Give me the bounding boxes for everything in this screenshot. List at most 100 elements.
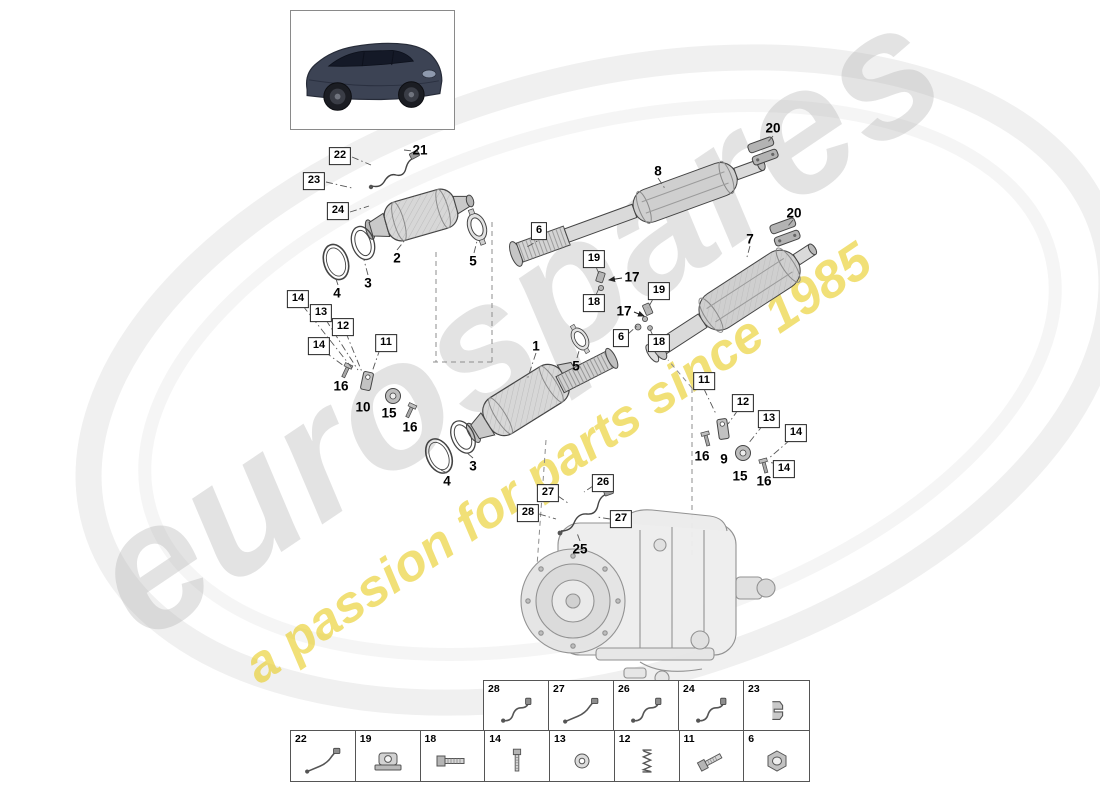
part-number-4: 4: [333, 285, 341, 301]
oxygen-sensor-long-icon: [562, 697, 600, 725]
part-number-15: 15: [381, 405, 397, 421]
part-number-3: 3: [469, 458, 477, 474]
part-number-16: 16: [402, 419, 418, 435]
small-hardware-cluster: [595, 271, 654, 331]
boxed-part-number-26: 26: [591, 474, 615, 492]
part-number-3: 3: [364, 275, 372, 291]
part-number-21: 21: [412, 142, 428, 158]
hex-nut-icon: [763, 748, 791, 774]
boxed-part-number-6: 6: [530, 222, 548, 240]
legend-cell-number: 19: [359, 733, 372, 745]
legend-cell-23: 23: [744, 681, 809, 731]
oxygen-sensor-long-icon: [304, 747, 342, 775]
legend-cell-14: 14: [485, 731, 550, 781]
part-number-20: 20: [786, 205, 802, 221]
boxed-part-number-27: 27: [536, 484, 560, 502]
part-20-clamp-b: [769, 217, 801, 247]
part-15-rubber-mount-b: [735, 445, 751, 461]
oxygen-sensor-icon: [500, 697, 532, 725]
boxed-part-number-28: 28: [516, 504, 540, 522]
legend-cell-6: 6: [744, 731, 809, 781]
legend-cell-number: 23: [748, 683, 760, 695]
boxed-part-number-27: 27: [609, 510, 633, 528]
boxed-part-number-12: 12: [331, 318, 355, 336]
part-10-hanger-bracket: [360, 371, 374, 391]
legend-table-upper: 28 27 26 24 23: [483, 680, 810, 732]
grommet-icon: [569, 748, 595, 774]
legend-cell-12: 12: [615, 731, 680, 781]
boxed-part-number-6: 6: [612, 329, 630, 347]
part-number-5: 5: [469, 253, 477, 269]
legend-cell-28: 28: [484, 681, 549, 731]
legend-cell-number: 18: [424, 733, 437, 745]
legend-cell-27: 27: [549, 681, 614, 731]
legend-cell-19: 19: [356, 731, 421, 781]
legend-cell-number: 26: [618, 683, 630, 695]
legend-table-lower: 22 19 18 14 13 12 11 6: [290, 730, 810, 782]
part-number-15: 15: [732, 468, 748, 484]
boxed-part-number-23: 23: [302, 172, 326, 190]
part-number-7: 7: [746, 231, 754, 247]
boxed-part-number-14: 14: [286, 290, 310, 308]
legend-cell-number: 12: [618, 733, 631, 745]
part-number-16: 16: [333, 378, 349, 394]
part-number-17: 17: [624, 269, 640, 285]
part-number-4: 4: [443, 473, 451, 489]
legend-cell-number: 27: [553, 683, 565, 695]
boxed-part-number-18: 18: [647, 334, 671, 352]
part-number-2: 2: [393, 250, 401, 266]
boxed-part-number-24: 24: [326, 202, 350, 220]
boxed-part-number-13: 13: [757, 410, 781, 428]
boxed-part-number-11: 11: [693, 372, 715, 390]
part-2-catalytic-converter: [364, 188, 475, 242]
legend-cell-11: 11: [680, 731, 745, 781]
part-number-20: 20: [765, 120, 781, 136]
boxed-part-number-14: 14: [772, 460, 796, 478]
part-4-clamp-ring-a: [322, 243, 350, 281]
bolt-icon: [435, 750, 469, 772]
legend-cell-number: 24: [683, 683, 695, 695]
vehicle-thumbnail: [290, 10, 455, 130]
rubber-mount-icon: [371, 748, 405, 774]
part-number-5: 5: [572, 358, 580, 374]
part-number-16: 16: [756, 473, 772, 489]
legend-cell-number: 28: [488, 683, 500, 695]
boxed-part-number-18: 18: [582, 294, 606, 312]
legend-cell-number: 14: [489, 733, 501, 745]
part-7-rear-catalyst-pipe: [645, 243, 818, 363]
legend-cell-24: 24: [679, 681, 744, 731]
part-15-rubber-mount-a: [385, 388, 401, 404]
part-number-8: 8: [654, 163, 662, 179]
retaining-clip-icon: [763, 698, 791, 724]
part-number-1: 1: [532, 338, 540, 354]
boxed-part-number-14: 14: [307, 337, 331, 355]
legend-cell-number: 13: [554, 733, 566, 745]
leader-lines: [302, 135, 794, 542]
part-number-9: 9: [720, 451, 728, 467]
boxed-part-number-14: 14: [784, 424, 808, 442]
part-1-flex-pipe: [555, 347, 619, 394]
legend-cell-number: 22: [295, 733, 307, 745]
boxed-part-number-12: 12: [731, 394, 755, 412]
part-9-hanger-bracket: [716, 418, 730, 440]
legend-cell-18: 18: [421, 731, 486, 781]
part-21-oxygen-sensor: [368, 149, 420, 190]
legend-cell-number: 11: [683, 733, 695, 745]
boxed-part-number-13: 13: [309, 304, 333, 322]
oxygen-sensor-icon: [630, 697, 662, 725]
car-illustration: [306, 42, 443, 111]
boxed-part-number-22: 22: [328, 147, 352, 165]
part-number-10: 10: [355, 399, 371, 415]
spring-icon: [637, 747, 657, 775]
boxed-part-number-19: 19: [647, 282, 671, 300]
legend-cell-22: 22: [291, 731, 356, 781]
part-number-17: 17: [616, 303, 632, 319]
oxygen-sensor-icon: [695, 697, 727, 725]
legend-cell-26: 26: [614, 681, 679, 731]
part-number-16: 16: [694, 448, 710, 464]
flange-screw-icon: [695, 749, 727, 773]
part-20-clamp-a: [747, 136, 779, 166]
